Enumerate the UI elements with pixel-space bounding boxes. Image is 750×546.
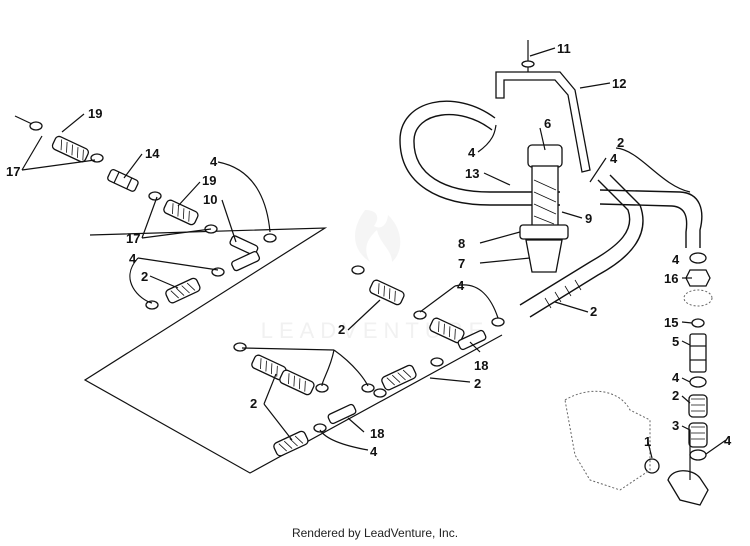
platform-outline [83,227,503,474]
callouts: 19 17 14 4 19 10 17 4 2 11 12 6 4 13 4 2… [6,41,732,459]
callout-17-b: 17 [126,231,140,246]
callout-19-a: 19 [88,106,102,121]
bracket [495,40,591,173]
callout-4-e: 4 [672,252,680,267]
callout-18-a: 18 [474,358,488,373]
loop-hose [399,100,703,248]
callout-13: 13 [465,166,479,181]
callout-2-f: 2 [474,376,481,391]
callout-4-a: 4 [210,154,218,169]
callout-2-e: 2 [338,322,345,337]
right-stack [644,252,713,506]
callout-4-g: 4 [724,433,732,448]
callout-16: 16 [664,271,678,286]
callout-4-d: 4 [610,151,618,166]
fuel-filter [519,144,569,273]
callout-12: 12 [612,76,626,91]
callout-11: 11 [557,41,571,56]
callout-2-b: 2 [617,135,624,150]
leader-lines [21,47,727,480]
main-hose [519,174,644,318]
callout-17-a: 17 [6,164,20,179]
callout-4-f: 4 [672,370,680,385]
callout-19-b: 19 [202,173,216,188]
callout-14: 14 [145,146,160,161]
left-assembly [14,115,277,310]
callout-2-c: 2 [672,388,679,403]
engine-outline [564,390,651,491]
callout-7: 7 [458,256,465,271]
callout-2-d: 2 [590,304,597,319]
callout-2-g: 2 [250,396,257,411]
callout-2-a: 2 [141,269,148,284]
callout-4-b: 4 [129,251,137,266]
callout-4-h: 4 [457,278,465,293]
footer-credit: Rendered by LeadVenture, Inc. [291,526,459,540]
callout-10: 10 [203,192,217,207]
callout-4-i: 4 [370,444,378,459]
callout-1: 1 [644,434,651,449]
watermark-logo: LEADVENTURE [261,210,483,343]
callout-8: 8 [458,236,465,251]
center-assembly [233,265,505,457]
callout-15: 15 [664,315,678,330]
callout-6: 6 [544,116,551,131]
callout-5: 5 [672,334,679,349]
callout-4-c: 4 [468,145,476,160]
callout-9: 9 [585,211,592,226]
callout-3: 3 [672,418,679,433]
callout-18-b: 18 [370,426,384,441]
